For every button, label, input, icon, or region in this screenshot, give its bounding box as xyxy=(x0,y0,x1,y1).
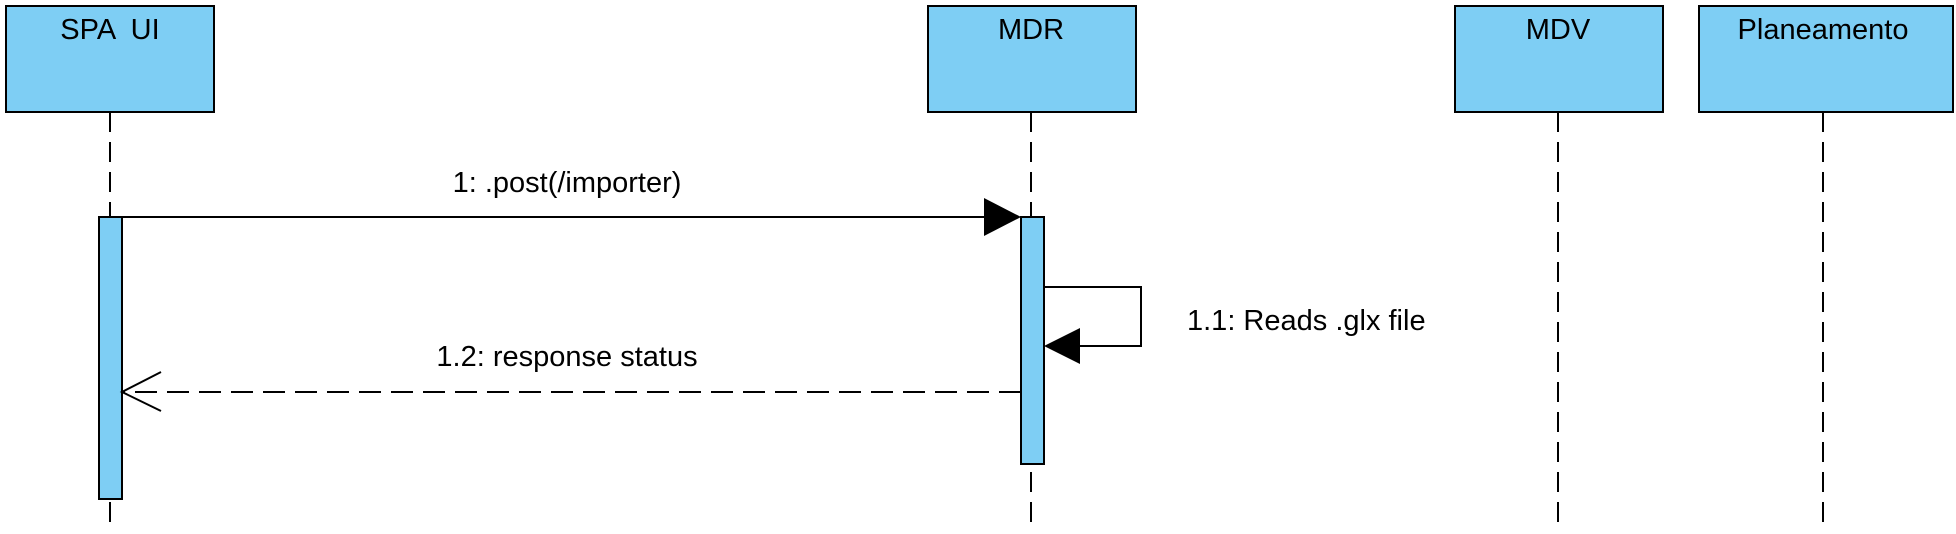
participant-mdv[interactable]: MDV xyxy=(1454,5,1664,113)
message-1-2[interactable]: 1.2: response status xyxy=(119,341,1021,412)
message-1[interactable]: 1: .post(/importer) xyxy=(122,167,1021,236)
message-1-1[interactable]: 1.1: Reads .glx file xyxy=(1044,286,1426,364)
participant-label: Planeamento xyxy=(1738,14,1909,46)
message-label: 1: .post(/importer) xyxy=(453,167,682,199)
open-arrowhead-icon xyxy=(119,371,162,412)
participant-spa-ui[interactable]: SPA UI xyxy=(5,5,215,113)
activation-bar-spa-ui xyxy=(98,216,123,500)
participant-planeamento[interactable]: Planeamento xyxy=(1698,5,1954,113)
self-call-line xyxy=(1044,286,1142,347)
filled-arrowhead-icon xyxy=(1044,328,1080,364)
activation-bar-mdr xyxy=(1020,216,1045,465)
participant-label: MDR xyxy=(998,14,1064,46)
filled-arrowhead-icon xyxy=(984,198,1021,236)
participant-label: MDV xyxy=(1526,14,1591,46)
participant-label: SPA UI xyxy=(60,14,159,46)
message-label: 1.2: response status xyxy=(436,341,697,373)
message-label: 1.1: Reads .glx file xyxy=(1187,305,1426,337)
participant-mdr[interactable]: MDR xyxy=(927,5,1137,113)
